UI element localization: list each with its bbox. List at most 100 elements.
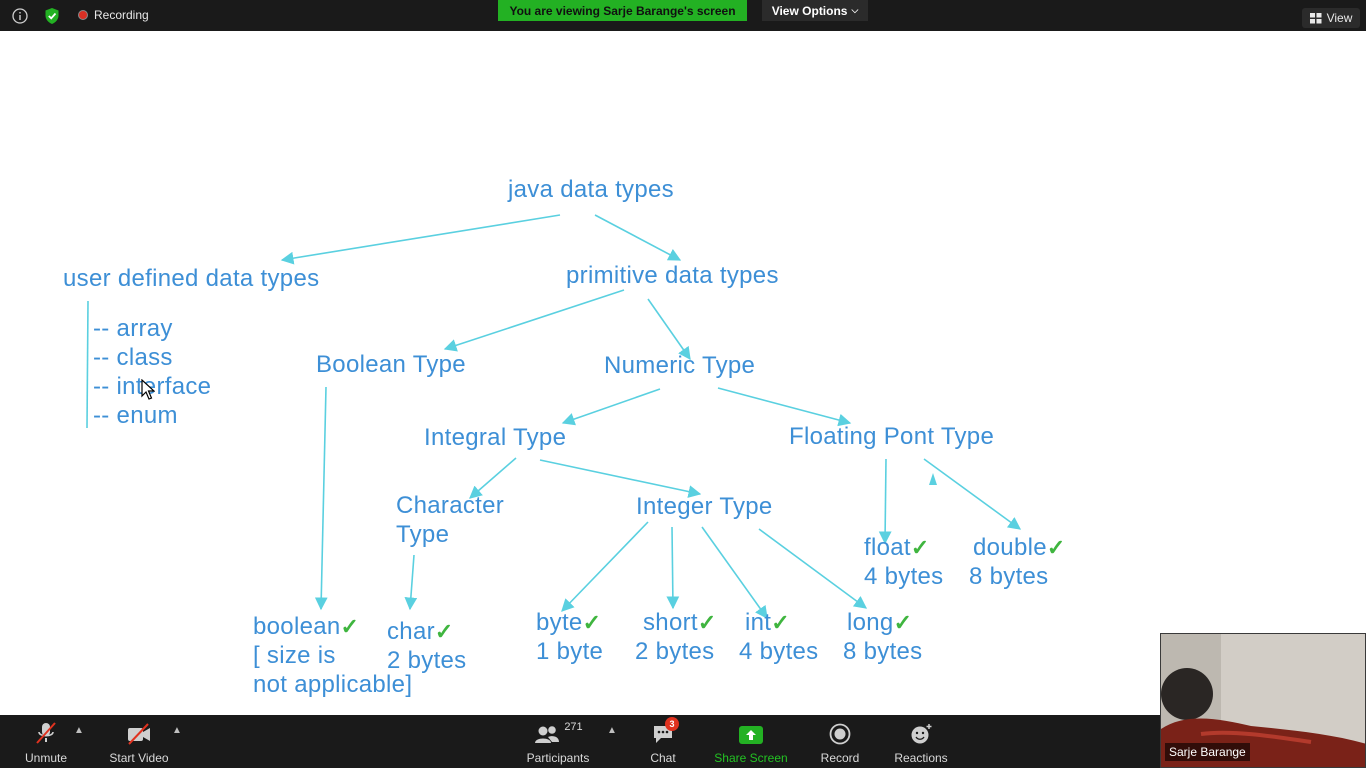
arrow-primitive-to-boolean [443,289,625,352]
chat-button[interactable]: Chat [648,721,678,765]
shared-screen: java data types user defined data types … [0,31,1366,715]
arrow-floating-to-double [923,458,1022,530]
leaf-float-size: 4 bytes [864,563,944,590]
microphone-muted-icon [36,722,56,744]
node-floating-type: Floating Pont Type [789,423,995,450]
check-icon: ✓ [910,535,930,560]
chat-label: Chat [650,751,676,765]
arrow-primitive-to-numeric [647,298,691,361]
leaf-double: double✓ [973,533,1066,562]
node-boolean-type: Boolean Type [316,351,466,378]
participants-icon [535,726,560,743]
leaf-double-size: 8 bytes [969,563,1049,590]
participant-count: 271 [564,721,583,733]
check-icon: ✓ [1046,535,1066,560]
arrow-integer-to-short [666,526,680,610]
leaf-int-size: 4 bytes [739,638,819,665]
leaf-long-label: long [847,609,894,636]
video-options-caret-icon[interactable]: ▲ [172,725,182,736]
mouse-cursor-icon [141,379,155,400]
record-icon [829,723,851,745]
meeting-top-bar: Recording You are viewing Sarje Barange'… [0,0,1366,31]
leaf-long: long✓ [847,608,912,637]
view-options-button[interactable]: View Options ⌵ [762,0,868,21]
arrow-numeric-to-floating [717,387,852,427]
node-java-data-types: java data types [508,176,674,203]
grid-view-icon [1309,12,1322,23]
leaf-boolean-label: boolean [253,613,341,640]
participants-label: Participants [526,751,590,765]
leaf-char-size: 2 bytes [387,647,467,674]
arrow-integer-to-long [758,528,868,609]
arrow-integral-to-integer [539,459,702,498]
leaf-boolean-size-line1: [ size is [253,642,336,669]
reactions-button[interactable]: Reactions [894,721,948,765]
record-button[interactable]: Record [820,721,860,765]
leaf-boolean: boolean✓ [253,612,359,641]
node-character-type-line2: Type [396,521,450,548]
record-label: Record [820,751,860,765]
meeting-toolbar: Unmute ▲ Start Video ▲ 271 Participants … [0,715,1366,768]
user-defined-item-enum: -- enum [93,402,178,429]
view-button[interactable]: View [1302,8,1360,28]
participants-caret-icon[interactable]: ▲ [607,725,617,736]
leaf-byte-label: byte [536,609,583,636]
share-screen-label: Share Screen [714,751,788,765]
arrow-boolean-to-leaf [314,386,328,611]
leaf-short: short✓ [643,608,717,637]
start-video-label: Start Video [109,751,169,765]
leaf-char-label: char [387,618,435,645]
share-screen-icon [739,726,763,744]
arrow-root-to-user-defined [280,214,561,265]
check-icon: ✓ [582,610,602,635]
stray-arrowhead [929,473,937,485]
viewing-banner: You are viewing Sarje Barange's screen [498,0,747,21]
leaf-int-label: int [745,609,772,636]
check-icon: ✓ [697,610,717,635]
arrow-numeric-to-integral [561,388,661,426]
start-video-button[interactable]: Start Video [108,721,170,765]
leaf-short-size: 2 bytes [635,638,715,665]
leaf-byte-size: 1 byte [536,638,604,665]
reactions-label: Reactions [894,751,948,765]
view-options-label: View Options [771,3,848,18]
leaf-float: float✓ [864,533,930,562]
audio-options-caret-icon[interactable]: ▲ [74,725,84,736]
video-off-icon [128,723,150,745]
node-numeric-type: Numeric Type [604,352,756,379]
leaf-int: int✓ [745,608,790,637]
user-defined-item-class: -- class [93,344,173,371]
check-icon: ✓ [893,610,913,635]
unmute-button[interactable]: Unmute [24,721,68,765]
leaf-char: char✓ [387,617,454,646]
user-defined-bracket-line [86,300,89,429]
record-dot-icon [78,10,88,20]
self-view-name: Sarje Barange [1165,743,1250,761]
arrow-floating-to-float [878,458,892,545]
leaf-double-label: double [973,534,1047,561]
recording-label: Recording [94,8,149,22]
leaf-short-label: short [643,609,698,636]
info-icon[interactable] [10,6,30,26]
node-character-type-line1: Character [396,492,505,519]
node-primitive: primitive data types [566,262,779,289]
check-icon: ✓ [434,619,454,644]
arrow-root-to-primitive [594,214,682,261]
share-screen-button[interactable]: Share Screen [714,721,788,765]
arrow-integral-to-character [469,457,517,499]
reactions-icon [911,724,932,744]
check-icon: ✓ [340,614,360,639]
shield-icon[interactable] [42,6,62,26]
recording-indicator[interactable]: Recording [78,8,149,22]
node-integral-type: Integral Type [424,424,567,451]
chevron-down-icon: ⌵ [851,5,859,15]
self-view-video[interactable]: Sarje Barange [1160,633,1366,768]
arrow-integer-to-byte [561,521,649,612]
participants-button[interactable]: 271 Participants [526,721,590,765]
user-defined-item-interface: -- interface [93,373,212,400]
chat-icon [654,726,672,743]
leaf-boolean-size-line2: not applicable] [253,671,413,698]
user-defined-item-array: -- array [93,315,173,342]
chat-unread-badge: 3 [665,717,679,731]
check-icon: ✓ [771,610,790,635]
